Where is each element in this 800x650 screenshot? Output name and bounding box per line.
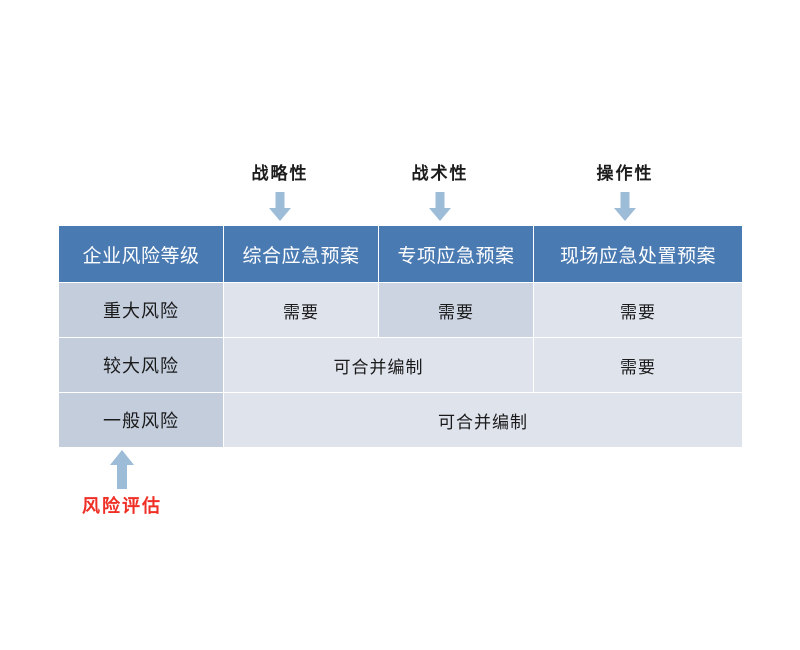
row-header-general-risk: 一般风险 bbox=[58, 392, 224, 448]
callout-tactical-label: 战术性 bbox=[411, 164, 469, 184]
column-header-comprehensive-plan: 综合应急预案 bbox=[223, 225, 379, 283]
down-arrow-icon bbox=[269, 192, 291, 221]
callout-operational-label: 操作性 bbox=[596, 164, 654, 184]
column-header-onsite-plan: 现场应急处置预案 bbox=[533, 225, 743, 283]
up-arrow-icon bbox=[110, 450, 134, 489]
row-header-relatively-major-risk: 较大风险 bbox=[58, 337, 224, 393]
callout-strategic: 战略性 bbox=[210, 166, 350, 222]
column-header-special-plan: 专项应急预案 bbox=[378, 225, 534, 283]
cell-relatively-major-onsite: 需要 bbox=[533, 337, 743, 393]
risk-plan-table: 企业风险等级 综合应急预案 专项应急预案 现场应急处置预案 重大风险 需要 需要… bbox=[58, 225, 743, 448]
cell-general-merged: 可合并编制 bbox=[223, 392, 743, 448]
callout-tactical: 战术性 bbox=[370, 166, 510, 222]
cell-major-comprehensive: 需要 bbox=[223, 282, 379, 338]
down-arrow-icon bbox=[614, 192, 636, 221]
callout-operational: 操作性 bbox=[555, 166, 695, 222]
column-header-risk-level: 企业风险等级 bbox=[58, 225, 224, 283]
table-row: 重大风险 需要 需要 需要 bbox=[58, 282, 743, 338]
table-header-row: 企业风险等级 综合应急预案 专项应急预案 现场应急处置预案 bbox=[58, 225, 743, 283]
cell-major-onsite: 需要 bbox=[533, 282, 743, 338]
callout-strategic-label: 战略性 bbox=[251, 164, 309, 184]
callout-risk-assessment: 风险评估 bbox=[52, 450, 192, 516]
table-row: 较大风险 可合并编制 需要 bbox=[58, 337, 743, 393]
table-row: 一般风险 可合并编制 bbox=[58, 392, 743, 448]
risk-assessment-label: 风险评估 bbox=[82, 496, 162, 517]
row-header-major-risk: 重大风险 bbox=[58, 282, 224, 338]
cell-relatively-major-merged: 可合并编制 bbox=[223, 337, 534, 393]
cell-major-special: 需要 bbox=[378, 282, 534, 338]
down-arrow-icon bbox=[429, 192, 451, 221]
